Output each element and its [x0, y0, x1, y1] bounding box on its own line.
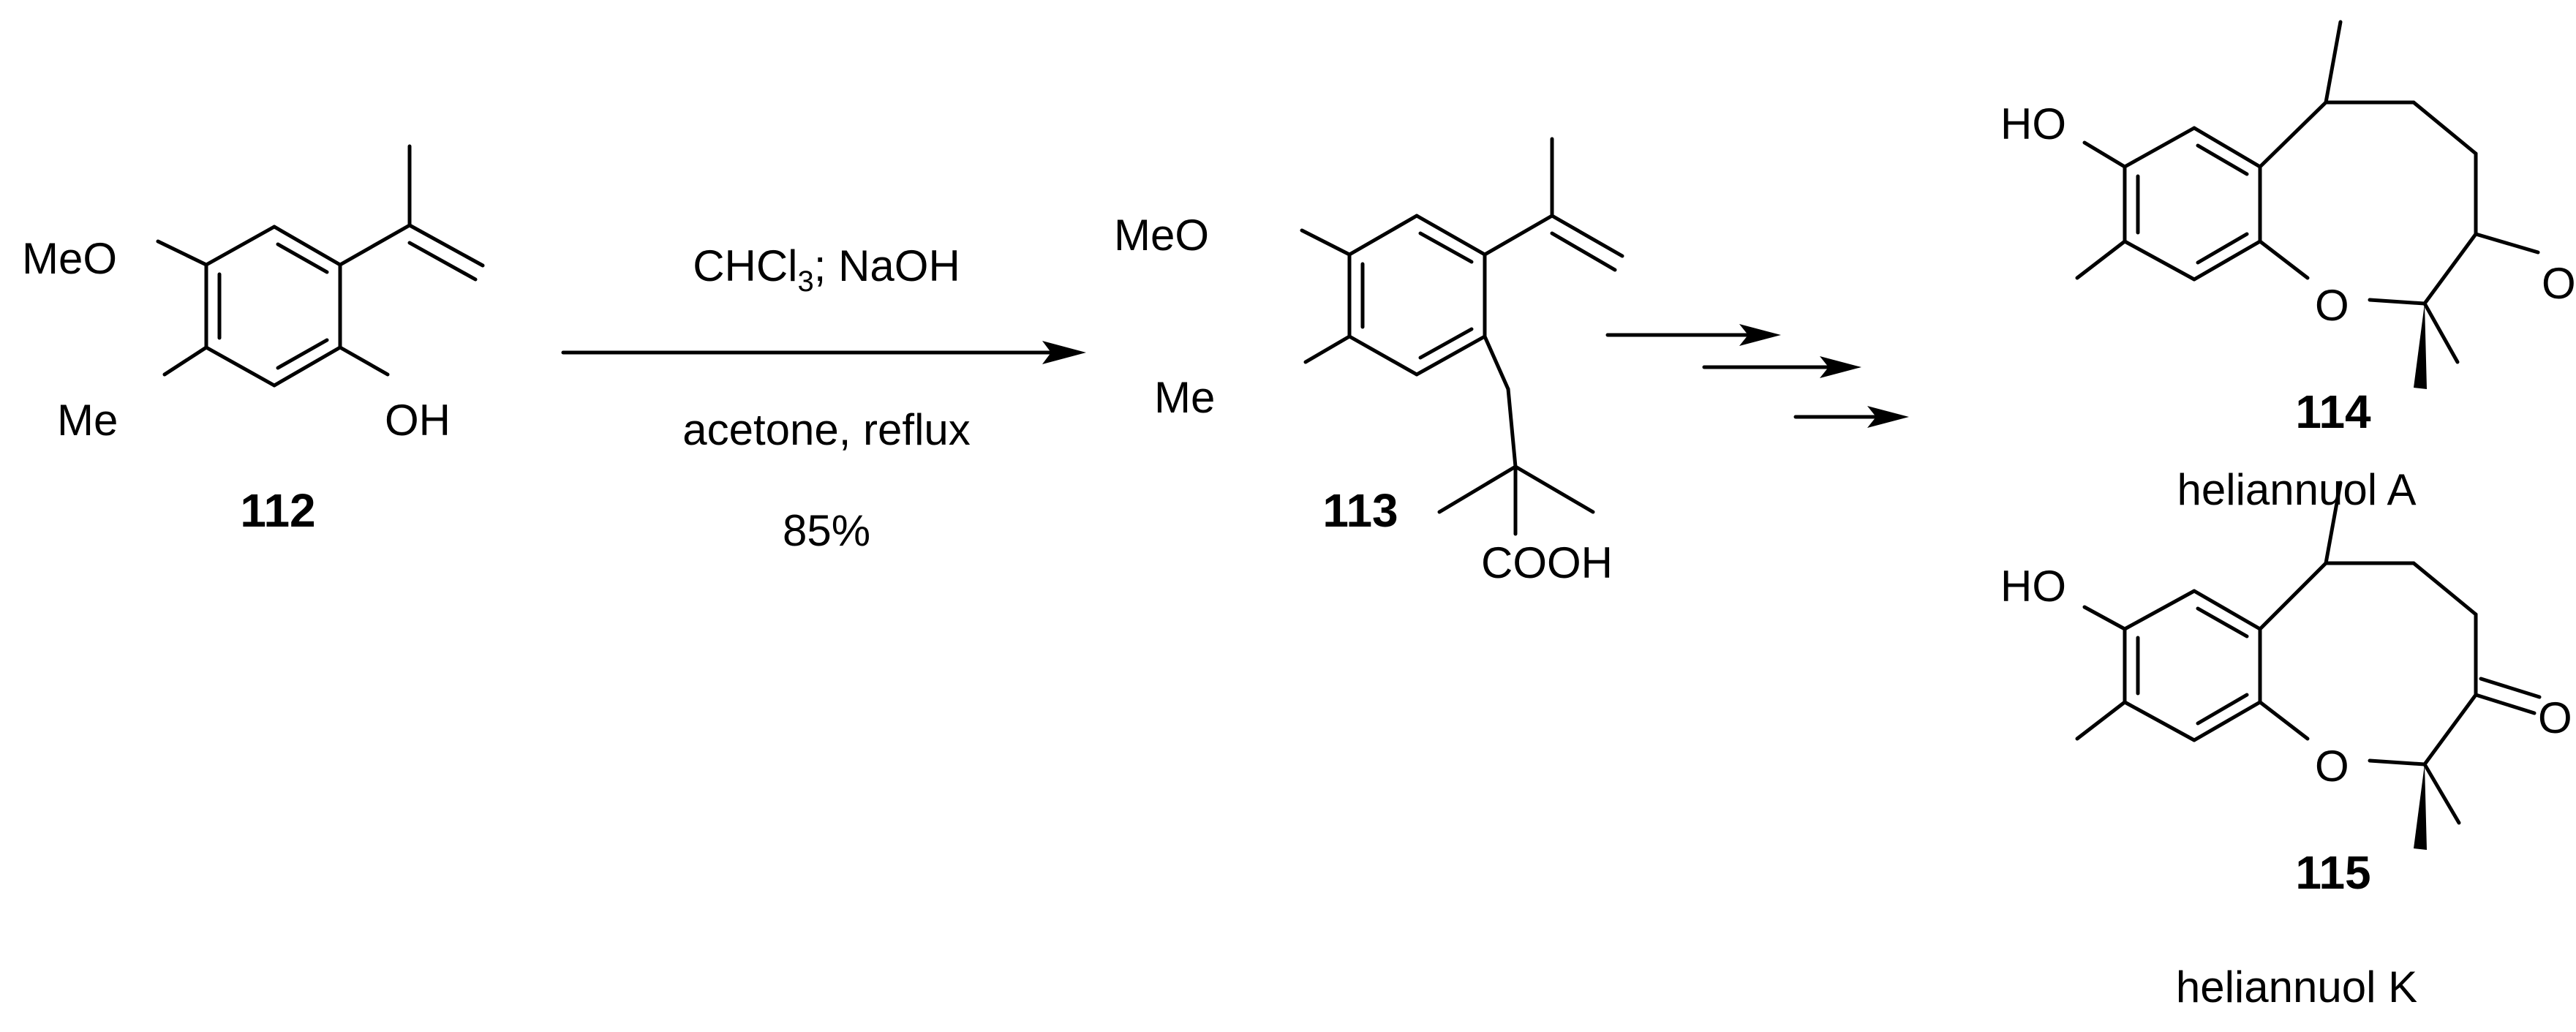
compound-114: HO O OH 114 heliannuol A: [2000, 20, 2576, 514]
multistep-arrows: [1605, 324, 1909, 428]
compound-112-bonds: [156, 144, 485, 388]
compound-113-cooh-label: COOH: [1481, 538, 1613, 587]
compound-112-oh-label: OH: [385, 396, 451, 445]
compound-112-meo-label: MeO: [22, 234, 117, 283]
compound-115-number: 115: [2295, 846, 2370, 899]
compound-114-oh-label: OH: [2542, 259, 2576, 308]
compound-113: MeO Me COOH 113: [1114, 137, 1624, 587]
reagents-label: CHCl3; NaOH: [693, 241, 960, 298]
reaction-arrow-1: CHCl3; NaOH acetone, reflux 85%: [561, 241, 1086, 555]
yield-label: 85%: [783, 506, 870, 555]
compound-115-ho-label: HO: [2000, 562, 2066, 611]
compound-112: MeO Me OH 112: [22, 144, 485, 537]
compound-115-bonds: [2075, 481, 2542, 850]
compound-115-name: heliannuol K: [2176, 963, 2417, 1012]
compound-112-number: 112: [240, 484, 315, 537]
compound-114-ho-label: HO: [2000, 99, 2066, 148]
compound-114-name: heliannuol A: [2177, 465, 2417, 514]
compound-115: HO O O 115 heliannuol K: [2000, 481, 2572, 1012]
compound-115-o-label: O: [2315, 742, 2349, 791]
multistep-arrow: [1605, 324, 1781, 346]
compound-115-ketone-o-label: O: [2538, 693, 2572, 742]
conditions-label: acetone, reflux: [682, 405, 971, 454]
compound-114-bonds: [2075, 20, 2540, 389]
multistep-arrow: [1702, 356, 1861, 378]
compound-113-me-label: Me: [1154, 373, 1215, 422]
compound-114-number: 114: [2295, 385, 2371, 438]
compound-113-bonds: [1300, 137, 1624, 536]
multistep-arrow: [1793, 406, 1909, 428]
compound-113-number: 113: [1322, 484, 1398, 537]
compound-114-o-label: O: [2315, 281, 2349, 330]
compound-112-me-label: Me: [57, 396, 118, 445]
compound-113-meo-label: MeO: [1114, 211, 1209, 260]
